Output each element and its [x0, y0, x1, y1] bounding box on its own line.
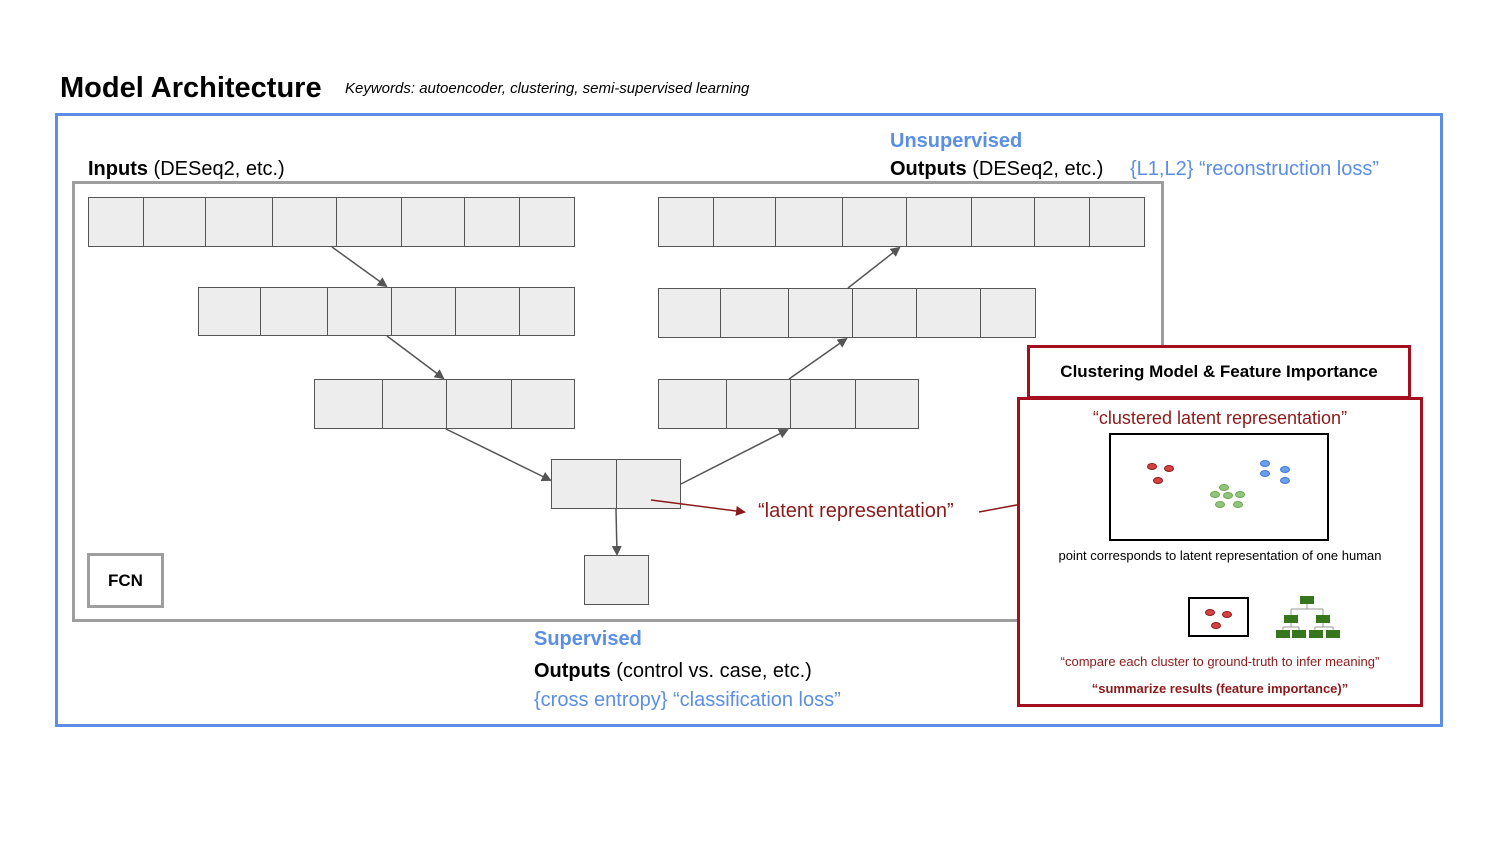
green-point: [1210, 491, 1220, 498]
supervised-heading: Supervised: [534, 628, 642, 650]
green-point: [1233, 501, 1243, 508]
red-point: [1211, 622, 1221, 629]
decoder-layer-3: [658, 197, 1145, 247]
blue-point: [1280, 477, 1290, 484]
summarize-caption: “summarize results (feature importance)”: [1091, 681, 1349, 696]
encoder-layer-1: [88, 197, 575, 247]
decoder-layer-2: [658, 288, 1036, 338]
scatter-plot: [1109, 433, 1329, 541]
classification-loss-label: {cross entropy} “classification loss”: [534, 689, 841, 711]
latent-representation-label: “latent representation”: [758, 500, 954, 522]
supervised-outputs-label: Outputs (control vs. case, etc.): [534, 660, 812, 682]
red-point: [1164, 465, 1174, 472]
green-point: [1219, 484, 1229, 491]
keywords-text: Keywords: autoencoder, clustering, semi-…: [345, 80, 750, 97]
inputs-label: Inputs (DESeq2, etc.): [88, 158, 285, 180]
decoder-layer-1: [658, 379, 919, 429]
arrow-latent-output: [611, 508, 622, 556]
reconstruction-loss-label: {L1,L2} “reconstruction loss”: [1130, 158, 1380, 180]
unsupervised-heading: Unsupervised: [890, 130, 1023, 152]
point-caption: point corresponds to latent representati…: [1058, 548, 1382, 563]
blue-point: [1260, 460, 1270, 467]
red-point: [1153, 477, 1163, 484]
blue-point: [1260, 470, 1270, 477]
red-point: [1222, 611, 1232, 618]
unsupervised-outputs-label: Outputs (DESeq2, etc.): [890, 158, 1104, 180]
clustering-header: Clustering Model & Feature Importance: [1027, 345, 1411, 399]
green-point: [1215, 501, 1225, 508]
arrow-enc-3-latent: [445, 428, 552, 481]
blue-point: [1280, 466, 1290, 473]
clustered-latent-label: “clustered latent representation”: [1092, 408, 1348, 428]
single-cluster-box: [1188, 597, 1249, 637]
outer-frame: [55, 113, 1443, 727]
red-point: [1147, 463, 1157, 470]
green-point: [1235, 491, 1245, 498]
green-point: [1223, 492, 1233, 499]
arrow-dec-2-3: [847, 246, 901, 289]
arrow-dec-1-2: [788, 337, 848, 380]
page-title: Model Architecture: [60, 72, 322, 104]
tree-icon: [1276, 596, 1340, 638]
compare-caption: “compare each cluster to ground-truth to…: [1060, 654, 1380, 669]
red-point: [1205, 609, 1215, 616]
encoder-layer-2: [198, 287, 575, 336]
arrow-enc-1-2: [331, 246, 388, 288]
encoder-layer-3: [314, 379, 575, 429]
arrow-latent-label: [650, 499, 746, 516]
fcn-label-box: FCN: [87, 553, 164, 608]
arrow-latent-dec-1: [680, 429, 789, 485]
arrow-enc-2-3: [386, 335, 445, 380]
